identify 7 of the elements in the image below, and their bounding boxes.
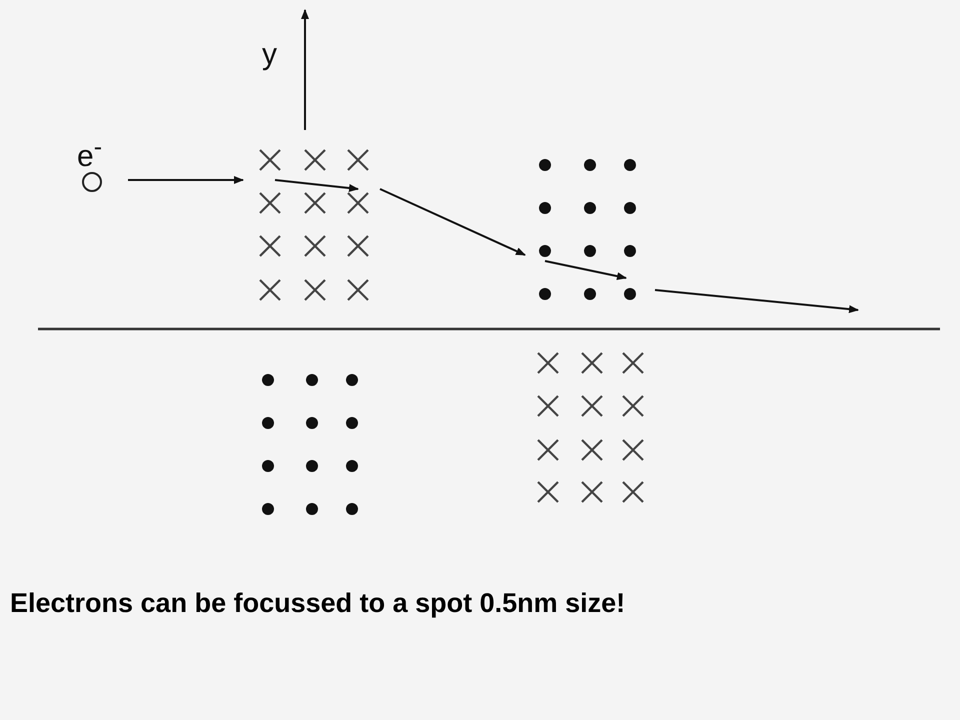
electron-label: e$^{-}$ [77,135,102,172]
electron-circle [81,171,103,193]
arrow [380,188,526,256]
arrow [654,289,859,314]
arrow [128,176,244,184]
caption: Electrons can be focussed to a spot 0.5nm size! [10,588,626,619]
axis-label: y [262,40,277,70]
